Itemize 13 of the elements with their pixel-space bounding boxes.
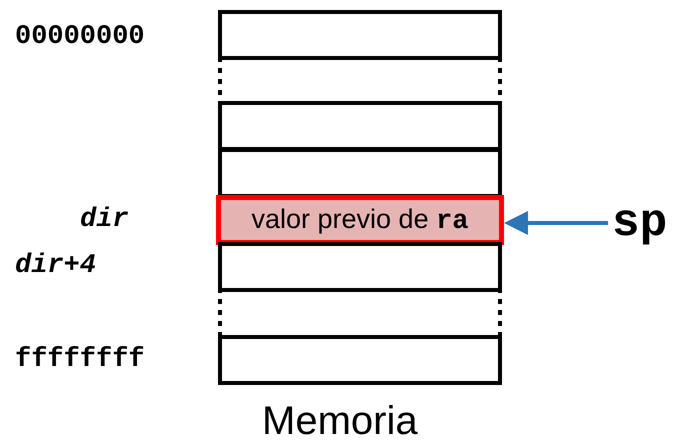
address-label: dir+4 xyxy=(15,251,96,281)
pointer-label: sp xyxy=(612,198,684,248)
address-label: dir xyxy=(80,205,129,235)
memory-cell: valor previo de ra xyxy=(216,195,504,245)
address-label: 00000000 xyxy=(15,22,145,52)
arrow xyxy=(504,211,608,235)
address-label: ffffffff xyxy=(15,345,145,375)
memory-cell xyxy=(218,148,502,198)
memory-cell xyxy=(218,335,502,385)
caption: Memoria xyxy=(262,398,418,444)
memory-cell xyxy=(218,242,502,292)
memory-cell xyxy=(218,101,502,151)
memory-cell xyxy=(218,10,502,60)
